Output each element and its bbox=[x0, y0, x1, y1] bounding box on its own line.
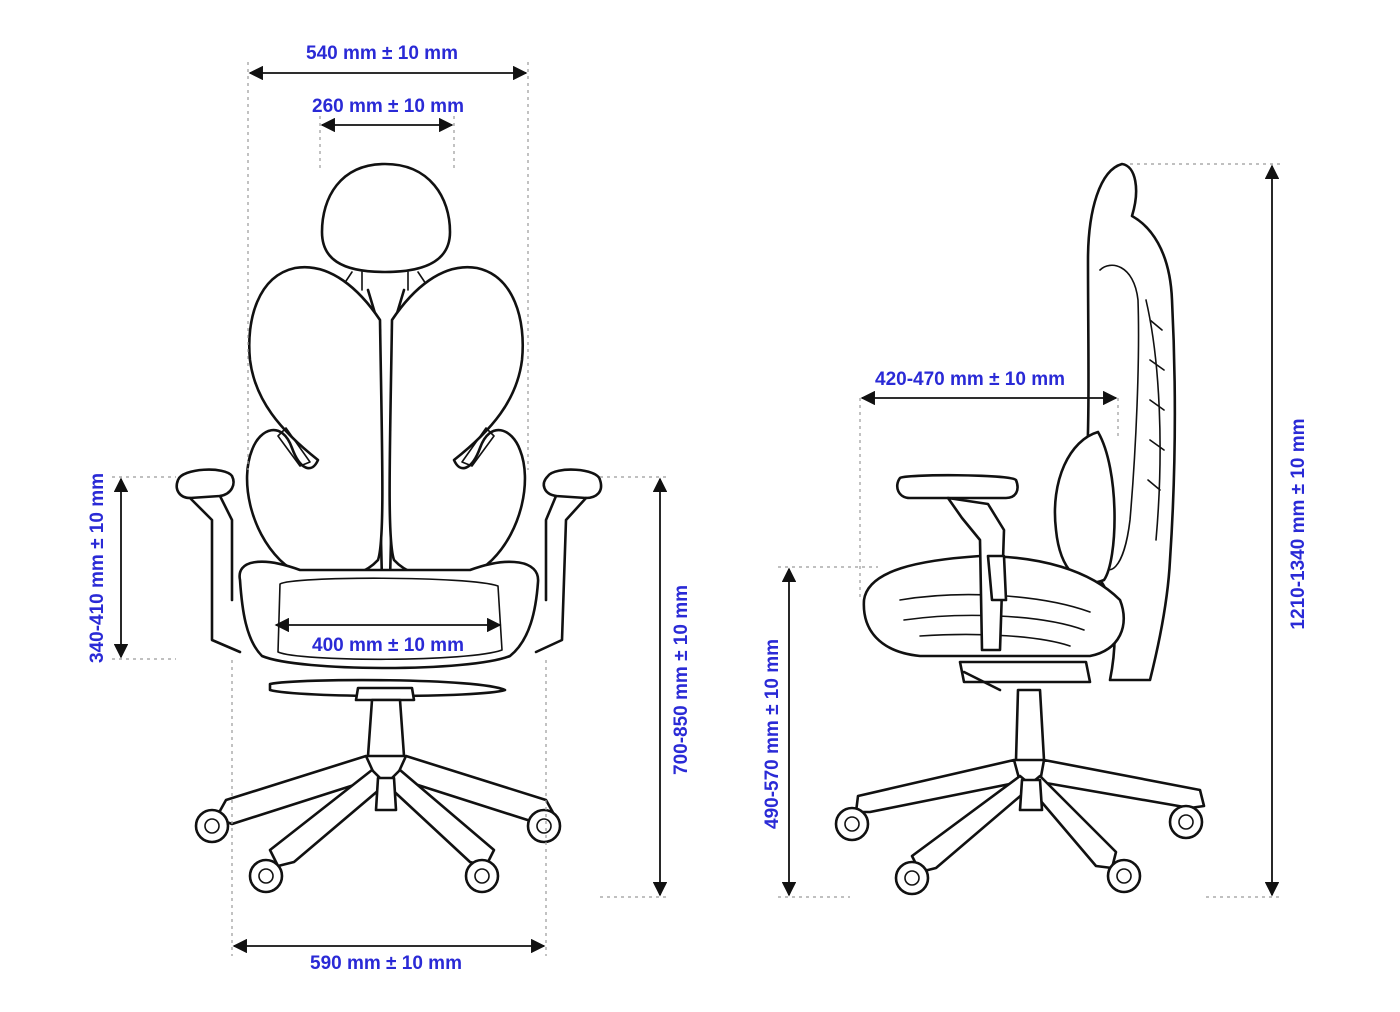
front-seat bbox=[238, 560, 540, 670]
front-gas-cylinder bbox=[366, 698, 406, 758]
front-armrest-right bbox=[542, 468, 603, 500]
label-armrest-floor-height: 700-850 mm ± 10 mm bbox=[671, 585, 692, 775]
label-seat-height: 490-570 mm ± 10 mm bbox=[762, 639, 783, 829]
front-star-base bbox=[214, 754, 558, 868]
label-headrest-width: 260 mm ± 10 mm bbox=[312, 96, 464, 117]
side-star-base bbox=[854, 758, 1206, 874]
label-base-width: 590 mm ± 10 mm bbox=[310, 953, 462, 974]
label-total-height: 1210-1340 mm ± 10 mm bbox=[1288, 418, 1309, 629]
side-view-chair bbox=[834, 162, 1206, 896]
dimension-guides bbox=[112, 62, 1282, 956]
dimension-labels: 540 mm ± 10 mm 260 mm ± 10 mm 340-410 mm… bbox=[87, 43, 1309, 974]
label-armrest-height: 340-410 mm ± 10 mm bbox=[87, 473, 108, 663]
front-armrest-left bbox=[175, 468, 235, 500]
label-overall-width: 540 mm ± 10 mm bbox=[306, 43, 458, 64]
front-backrest-right bbox=[388, 265, 527, 580]
front-view-chair bbox=[175, 162, 603, 894]
side-gas-cylinder bbox=[1014, 688, 1046, 762]
front-backrest-left bbox=[245, 265, 384, 580]
dimension-lines bbox=[113, 65, 1280, 954]
label-seat-depth: 420-470 mm ± 10 mm bbox=[875, 369, 1065, 390]
label-seat-width: 400 mm ± 10 mm bbox=[312, 635, 464, 656]
side-casters bbox=[834, 804, 1204, 896]
front-casters bbox=[194, 808, 562, 894]
front-headrest bbox=[320, 162, 452, 274]
side-armrest bbox=[896, 473, 1019, 500]
